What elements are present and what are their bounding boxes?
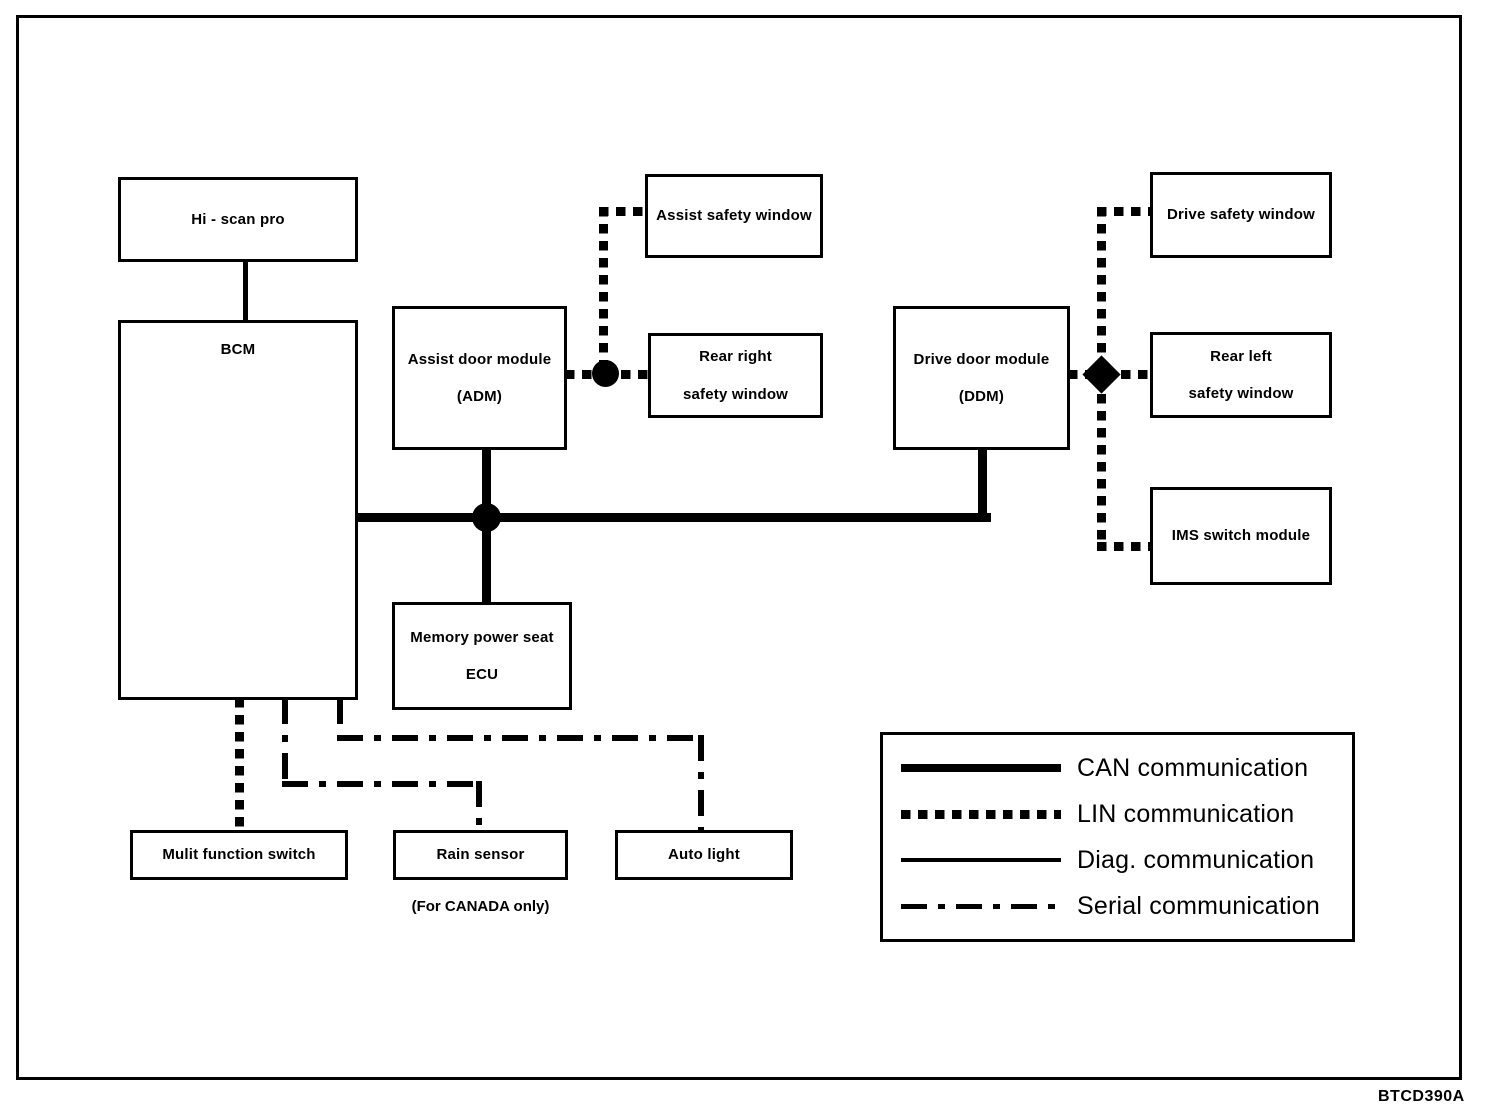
node-label: Rain sensor xyxy=(436,846,525,864)
node-hi-scan-pro[interactable]: Hi - scan pro xyxy=(118,177,358,262)
lin-trunk-assist xyxy=(599,207,608,377)
node-auto-light[interactable]: Auto light xyxy=(615,830,793,880)
lin-link-drive-safety-window xyxy=(1097,207,1155,216)
legend-label: CAN communication xyxy=(1077,753,1309,782)
serial-line-swatch-icon xyxy=(901,885,1061,927)
can-junction-dot xyxy=(472,503,501,532)
legend-label: Diag. communication xyxy=(1077,845,1315,874)
legend-row-diag: Diag. communication xyxy=(883,839,1352,881)
can-link-ddm-bus xyxy=(978,448,987,520)
serial-link-across-autolight xyxy=(337,735,704,741)
node-assist-door-module[interactable]: Assist door module (ADM) xyxy=(392,306,567,450)
legend-row-lin: LIN communication xyxy=(883,793,1352,835)
lin-link-rear-right-safety-window xyxy=(604,370,652,379)
legend-row-can: CAN communication xyxy=(883,747,1352,789)
diag-line-swatch-icon xyxy=(901,839,1061,881)
node-sublabel: safety window xyxy=(682,385,789,403)
node-label: Auto light xyxy=(668,846,740,864)
node-label: IMS switch module xyxy=(1171,527,1311,545)
lin-link-rear-left-safety-window xyxy=(1104,370,1156,379)
can-bus-trunk xyxy=(356,513,991,522)
node-rear-right-safety-window[interactable]: Rear right safety window xyxy=(648,333,823,418)
node-label: Rear right xyxy=(699,348,772,366)
lin-link-bcm-multi-function-switch xyxy=(235,698,244,834)
serial-link-down-rain-sensor xyxy=(476,781,482,833)
canada-only-note: (For CANADA only) xyxy=(411,898,550,915)
legend-panel: CAN communication LIN communication Diag… xyxy=(880,732,1355,942)
node-drive-door-module[interactable]: Drive door module (DDM) xyxy=(893,306,1070,450)
node-sublabel: safety window xyxy=(1188,385,1294,402)
node-label: Mulit function switch xyxy=(162,846,316,864)
can-link-adm-bus xyxy=(482,448,491,518)
node-bcm[interactable]: BCM xyxy=(118,320,358,700)
node-rain-sensor[interactable]: Rain sensor xyxy=(393,830,568,880)
serial-link-across-rain xyxy=(282,781,482,787)
lin-link-ims-switch-module xyxy=(1097,542,1155,551)
lin-link-adm-junction xyxy=(565,370,610,379)
node-sublabel: ECU xyxy=(465,666,499,683)
node-rear-left-safety-window[interactable]: Rear left safety window xyxy=(1150,332,1332,418)
node-assist-safety-window[interactable]: Assist safety window xyxy=(645,174,823,258)
node-label: Assist door module xyxy=(407,350,552,368)
serial-link-down-auto-light xyxy=(698,735,704,833)
can-link-bus-memory-seat xyxy=(482,513,491,605)
node-label: Memory power seat xyxy=(410,628,554,646)
can-line-swatch-icon xyxy=(901,747,1061,789)
node-label: Assist safety window xyxy=(656,207,812,225)
legend-label: LIN communication xyxy=(1077,799,1295,828)
lin-line-swatch-icon xyxy=(901,793,1061,835)
node-ims-switch-module[interactable]: IMS switch module xyxy=(1150,487,1332,585)
node-drive-safety-window[interactable]: Drive safety window xyxy=(1150,172,1332,258)
figure-id-caption: BTCD390A xyxy=(1378,1088,1465,1105)
serial-link-bcm-down-rain xyxy=(282,698,288,786)
serial-link-bcm-down-autolight xyxy=(337,698,343,740)
legend-row-serial: Serial communication xyxy=(883,885,1352,927)
node-label: Drive safety window xyxy=(1166,206,1315,224)
lin-link-assist-safety-window xyxy=(599,207,649,216)
node-multi-function-switch[interactable]: Mulit function switch xyxy=(130,830,348,880)
node-memory-power-seat-ecu[interactable]: Memory power seat ECU xyxy=(392,602,572,710)
node-sublabel: (DDM) xyxy=(958,388,1005,405)
lin-junction-dot-assist xyxy=(592,360,619,387)
node-label: BCM xyxy=(220,341,256,358)
node-label: Rear left xyxy=(1210,347,1272,365)
node-sublabel: (ADM) xyxy=(456,388,503,405)
legend-label: Serial communication xyxy=(1077,891,1320,920)
diagram-frame xyxy=(16,15,1462,1080)
node-label: Drive door module xyxy=(913,350,1050,368)
node-label: Hi - scan pro xyxy=(191,210,285,228)
diag-link-hiscan-bcm xyxy=(243,260,248,322)
